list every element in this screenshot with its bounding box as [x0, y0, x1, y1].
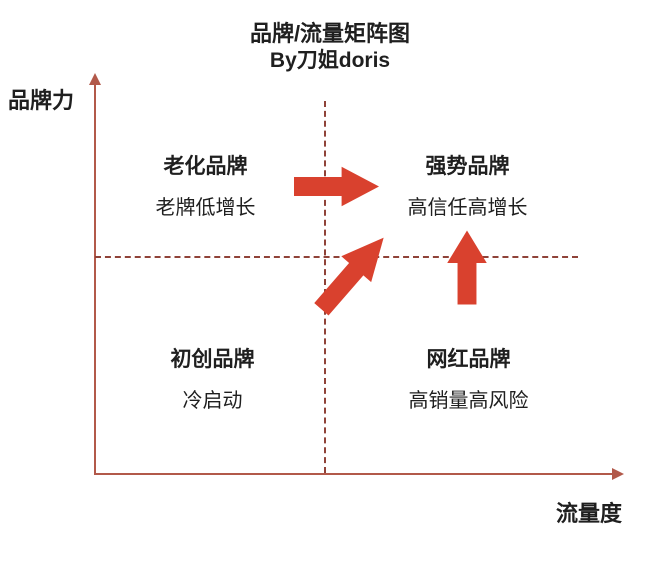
y-axis-label: 品牌力: [8, 88, 75, 113]
quadrant-name: 网红品牌: [426, 348, 511, 371]
quadrant-desc: 老牌低增长: [155, 197, 256, 219]
quadrant-name: 强势品牌: [425, 155, 510, 178]
y-axis-line: [94, 84, 96, 474]
horizontal-dashed-divider: [95, 256, 578, 258]
arrow-influencer-to-strong-icon: [446, 230, 489, 305]
quadrant-name: 老化品牌: [163, 155, 248, 178]
arrow-startup-to-strong-icon: [305, 224, 400, 324]
quadrant-strong-brand: 强势品牌 高信任高增长: [380, 150, 555, 220]
arrow-aging-to-strong-icon: [294, 165, 379, 208]
quadrant-name: 初创品牌: [170, 348, 255, 371]
y-axis-arrowhead-icon: [89, 73, 101, 85]
x-axis-label: 流量度: [556, 501, 623, 526]
x-axis-line: [94, 473, 616, 475]
quadrant-influencer-brand: 网红品牌 高销量高风险: [380, 343, 557, 413]
quadrant-startup-brand: 初创品牌 冷启动: [125, 343, 300, 413]
quadrant-desc: 高销量高风险: [408, 390, 529, 412]
x-axis-arrowhead-icon: [612, 468, 624, 480]
vertical-dashed-divider: [324, 101, 326, 473]
quadrant-desc: 高信任高增长: [407, 197, 528, 219]
quadrant-aging-brand: 老化品牌 老牌低增长: [118, 150, 293, 220]
chart-title-byline: By刀姐doris: [269, 48, 391, 72]
quadrant-desc: 冷启动: [182, 390, 243, 412]
chart-title: 品牌/流量矩阵图 By刀姐doris: [0, 20, 660, 74]
chart-title-main: 品牌/流量矩阵图: [249, 21, 411, 46]
